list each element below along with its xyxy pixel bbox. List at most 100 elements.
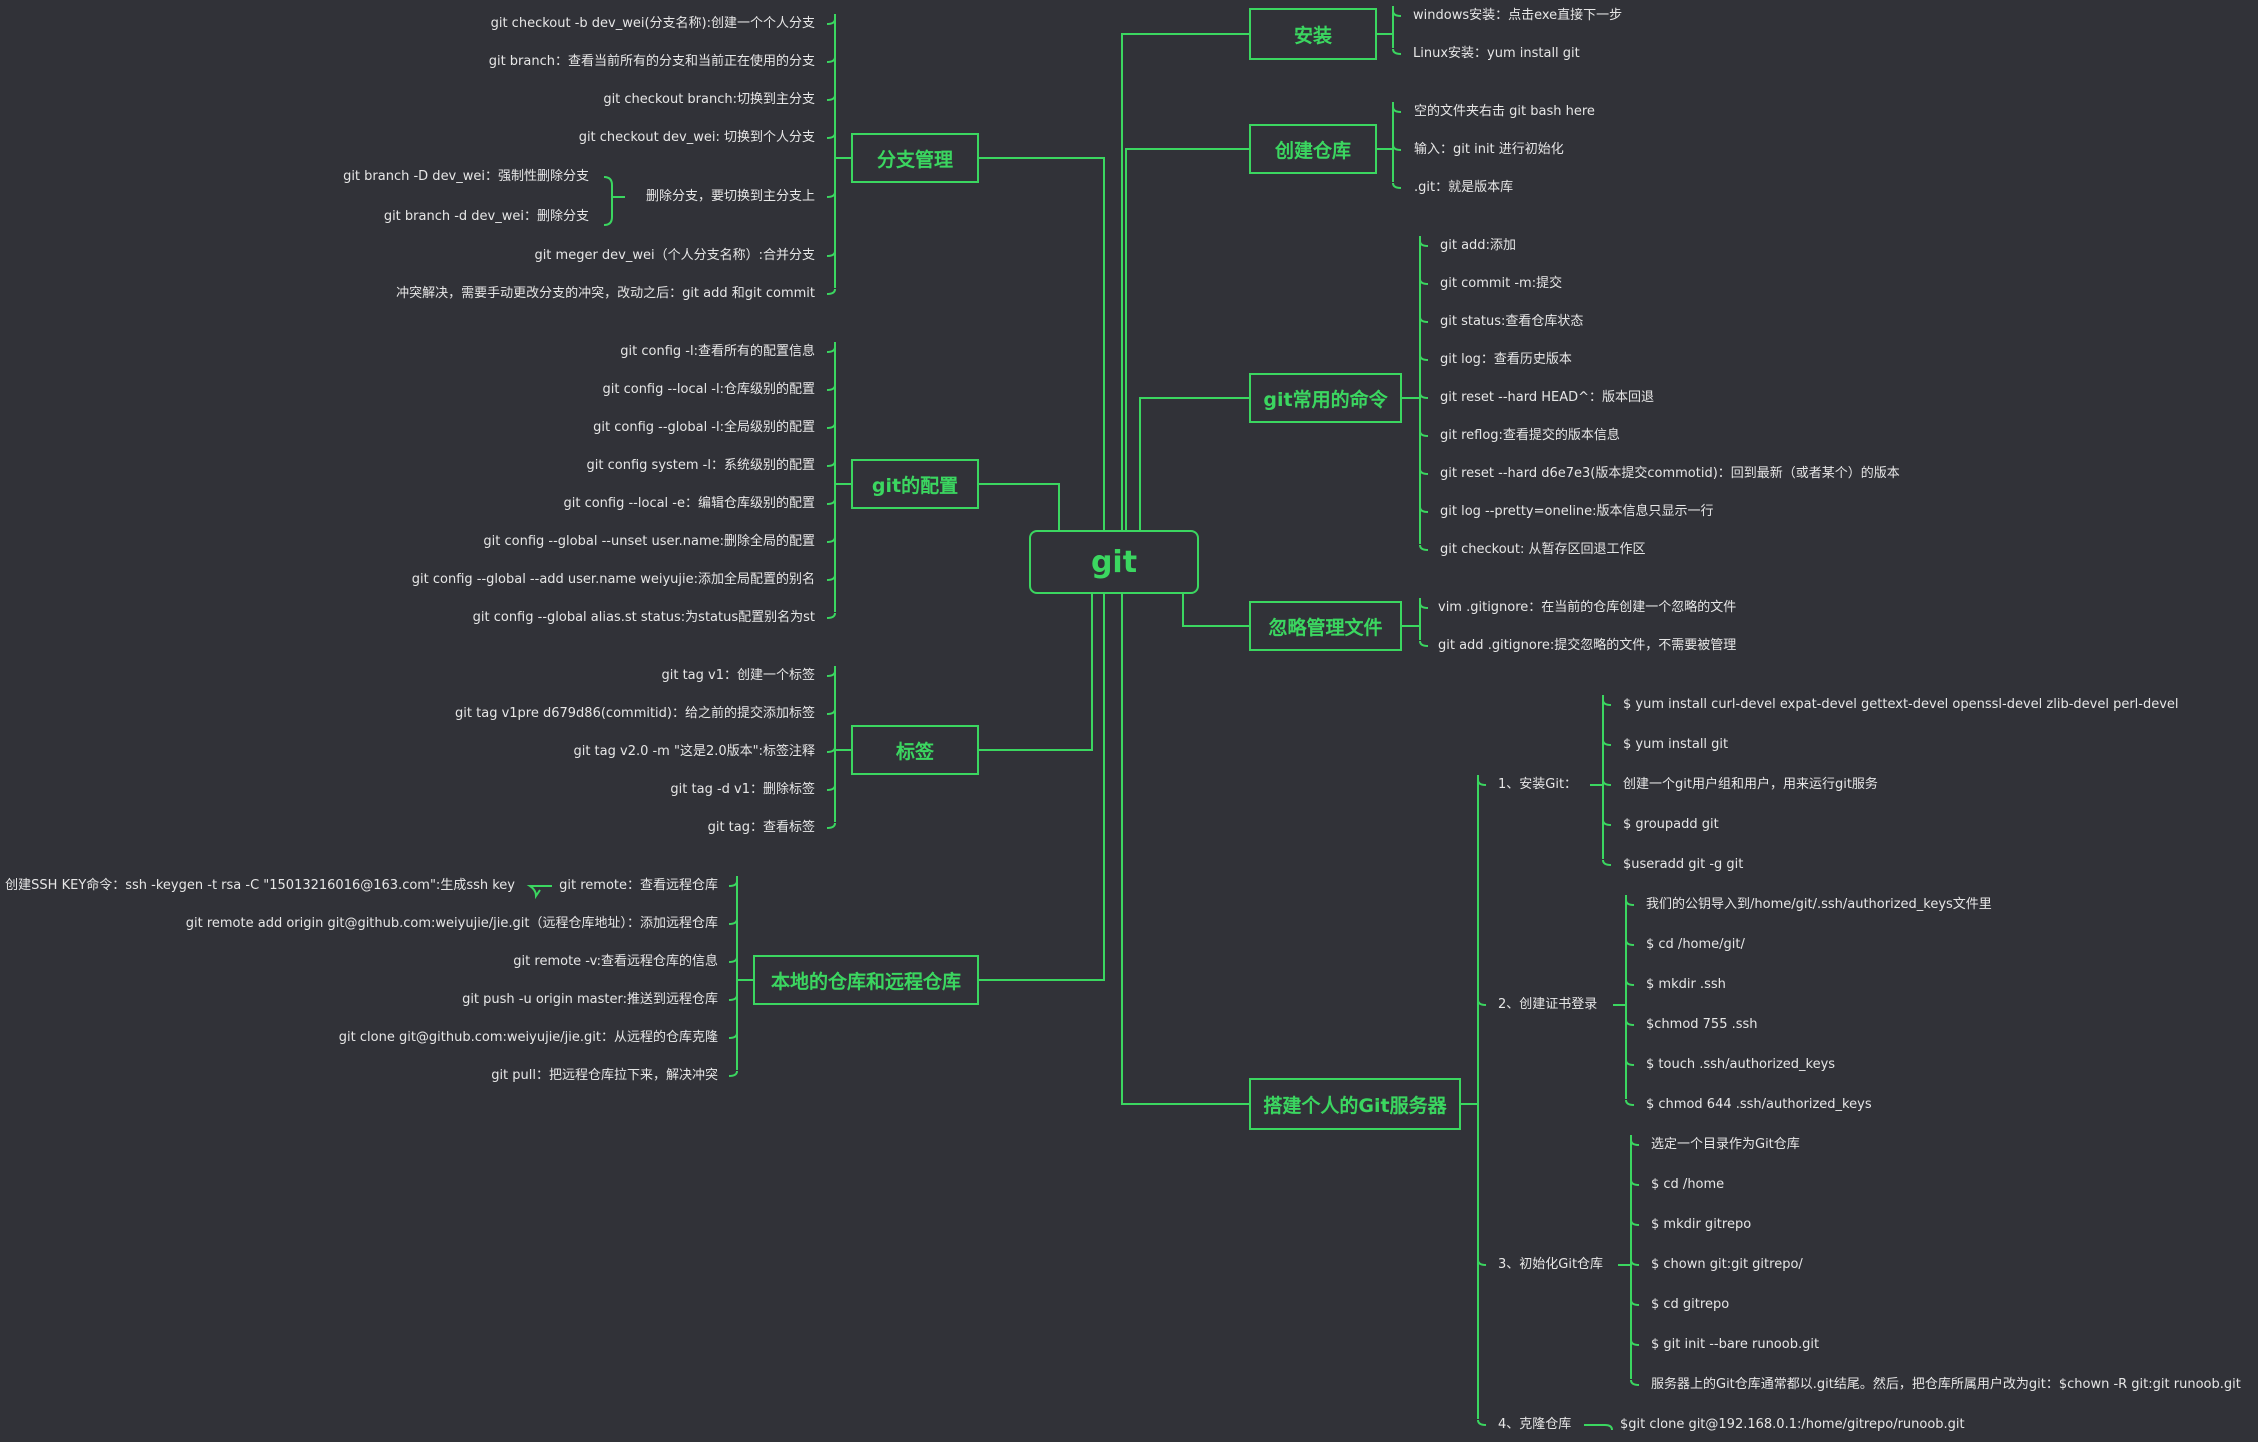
root-to-common-commands — [1139, 397, 1249, 530]
branch-item: git checkout dev_wei: 切换到个人分支 — [578, 130, 815, 145]
branch-delete-subitem: git branch -D dev_wei：强制性删除分支 — [343, 169, 589, 184]
tags-bracket-tick — [826, 746, 836, 753]
server-group-label: 4、克隆仓库 — [1498, 1417, 1572, 1432]
root-node[interactable]: git — [1029, 530, 1199, 594]
tags-bracket-tick — [826, 784, 836, 791]
branch-item: git branch：查看当前所有的分支和当前正在使用的分支 — [488, 54, 815, 69]
create-repo-bracket-tick — [1392, 106, 1402, 113]
tag-item: git tag v1pre d679d86(commitid)：给之前的提交添加… — [455, 706, 815, 721]
server-bracket-tick — [1477, 1259, 1487, 1266]
server-step-item: $ yum install git — [1623, 737, 1729, 752]
branch-item: git meger dev_wei（个人分支名称）:合并分支 — [534, 248, 815, 263]
topic-install[interactable]: 安装 — [1249, 8, 1377, 60]
topic-create-repo[interactable]: 创建仓库 — [1249, 124, 1377, 174]
command-item: git status:查看仓库状态 — [1440, 314, 1584, 329]
server-g1-bracket-tick — [1602, 779, 1612, 786]
server-step-item: $ yum install curl-devel expat-devel get… — [1623, 697, 2179, 712]
branch-mgmt-bracket-tick — [826, 56, 836, 63]
command-item: git reset --hard HEAD^：版本回退 — [1440, 390, 1655, 405]
config-bracket-tick — [826, 498, 836, 505]
server-g3-bracket-tick — [1630, 1219, 1640, 1226]
install-item: Linux安装：yum install git — [1413, 46, 1580, 61]
server-g2-bracket-tick — [1625, 1099, 1635, 1106]
server-step-item: $ chown git:git gitrepo/ — [1651, 1257, 1803, 1272]
install-bracket-tick — [1392, 10, 1402, 17]
server-g3-bracket-tick — [1630, 1139, 1640, 1146]
config-item: git config -l:查看所有的配置信息 — [620, 344, 815, 359]
server-g2-bracket-tick — [1625, 1019, 1635, 1026]
remote-item: git remote：查看远程仓库 — [559, 878, 718, 893]
tags-bracket-tick — [826, 670, 836, 677]
server-group-label: 2、创建证书登录 — [1498, 997, 1598, 1012]
branch-item-delete: 删除分支，要切换到主分支上 — [645, 189, 815, 204]
config-bracket-tick — [826, 422, 836, 429]
create-repo-item: 空的文件夹右击 git bash here — [1414, 104, 1595, 119]
remote-bracket-tick — [728, 880, 738, 887]
root-to-git-config — [979, 483, 1060, 530]
server-step-item: 我们的公钥导入到/home/git/.ssh/authorized_keys文件… — [1646, 897, 1992, 912]
create-repo-bracket-tick — [1392, 182, 1402, 189]
topic-tags[interactable]: 标签 — [851, 725, 979, 775]
ignore-item: git add .gitignore:提交忽略的文件，不需要被管理 — [1438, 638, 1737, 653]
topic-git-config[interactable]: git的配置 — [851, 459, 979, 509]
remote-bracket-tick — [728, 956, 738, 963]
server-step-item: $useradd git -g git — [1623, 857, 1744, 872]
topic-git-server[interactable]: 搭建个人的Git服务器 — [1249, 1078, 1461, 1130]
commands-bracket-tick — [1419, 506, 1429, 513]
config-item: git config --global --add user.name weiy… — [411, 572, 815, 587]
server-g4-link — [1584, 1424, 1613, 1431]
root-to-git-server — [1121, 594, 1249, 1105]
config-item: git config --global alias.st status:为sta… — [472, 610, 815, 625]
ignore-bracket-tick — [1419, 640, 1429, 647]
branch-delete-subitem: git branch -d dev_wei：删除分支 — [383, 209, 589, 224]
branch-item: 冲突解决，需要手动更改分支的冲突，改动之后：git add 和git commi… — [396, 286, 815, 301]
server-g3-bracket-tick — [1630, 1339, 1640, 1346]
server-g1-bracket-tick — [1602, 819, 1612, 826]
topic-branch-management[interactable]: 分支管理 — [851, 133, 979, 183]
create-repo-item: 输入：git init 进行初始化 — [1414, 142, 1564, 157]
topic-ignore-files[interactable]: 忽略管理文件 — [1249, 601, 1402, 651]
config-bracket-tick — [826, 536, 836, 543]
ignore-bracket-tick — [1419, 602, 1429, 609]
server-step-item: 创建一个git用户组和用户，用来运行git服务 — [1623, 777, 1878, 792]
branch-item: git checkout branch:切换到主分支 — [603, 92, 815, 107]
server-step-item: $ mkdir .ssh — [1646, 977, 1726, 992]
command-item: git commit -m:提交 — [1440, 276, 1563, 291]
topic-common-commands[interactable]: git常用的命令 — [1249, 373, 1402, 423]
config-bracket-tick — [826, 574, 836, 581]
config-item: git config system -l：系统级别的配置 — [586, 458, 815, 473]
commands-bracket-tick — [1419, 430, 1429, 437]
server-g1-bracket-tick — [1602, 859, 1612, 866]
server-g1-bracket-tick — [1602, 739, 1612, 746]
server-g3-bracket-tick — [1630, 1379, 1640, 1386]
remote-item: git remote add origin git@github.com:wei… — [185, 916, 718, 931]
command-item: git reset --hard d6e7e3(版本提交commotid)：回到… — [1440, 466, 1900, 481]
root-to-local-remote — [979, 594, 1105, 981]
server-step-item: $ git init --bare runoob.git — [1651, 1337, 1820, 1352]
commands-bracket-tick — [1419, 468, 1429, 475]
root-to-tags — [979, 594, 1093, 751]
root-to-ignore — [1182, 594, 1249, 627]
remote-item: git pull：把远程仓库拉下来，解决冲突 — [491, 1068, 718, 1083]
branch-mgmt-bracket-tick — [826, 132, 836, 139]
root-to-install — [1121, 33, 1249, 530]
topic-local-and-remote[interactable]: 本地的仓库和远程仓库 — [753, 955, 979, 1005]
remote-bracket-tick — [728, 1032, 738, 1039]
server-g2-bracket-tick — [1625, 1059, 1635, 1066]
ignore-item: vim .gitignore：在当前的仓库创建一个忽略的文件 — [1438, 600, 1737, 615]
remote-item: git remote -v:查看远程仓库的信息 — [513, 954, 718, 969]
config-item: git config --local -l:仓库级别的配置 — [602, 382, 816, 397]
config-item: git config --local -e：编辑仓库级别的配置 — [563, 496, 815, 511]
commands-bracket-tick — [1419, 354, 1429, 361]
tag-item: git tag：查看标签 — [707, 820, 815, 835]
server-step-item: $ mkdir gitrepo — [1651, 1217, 1752, 1232]
command-item: git add:添加 — [1440, 238, 1516, 253]
install-item: windows安装：点击exe直接下一步 — [1413, 8, 1623, 23]
branch-mgmt-bracket-tick — [826, 18, 836, 25]
server-step-item: $git clone git@192.168.0.1:/home/gitrepo… — [1620, 1417, 1965, 1432]
command-item: git checkout: 从暂存区回退工作区 — [1440, 542, 1646, 557]
config-item: git config --global --unset user.name:删除… — [483, 534, 815, 549]
command-item: git log：查看历史版本 — [1440, 352, 1572, 367]
commands-bracket-tick — [1419, 316, 1429, 323]
